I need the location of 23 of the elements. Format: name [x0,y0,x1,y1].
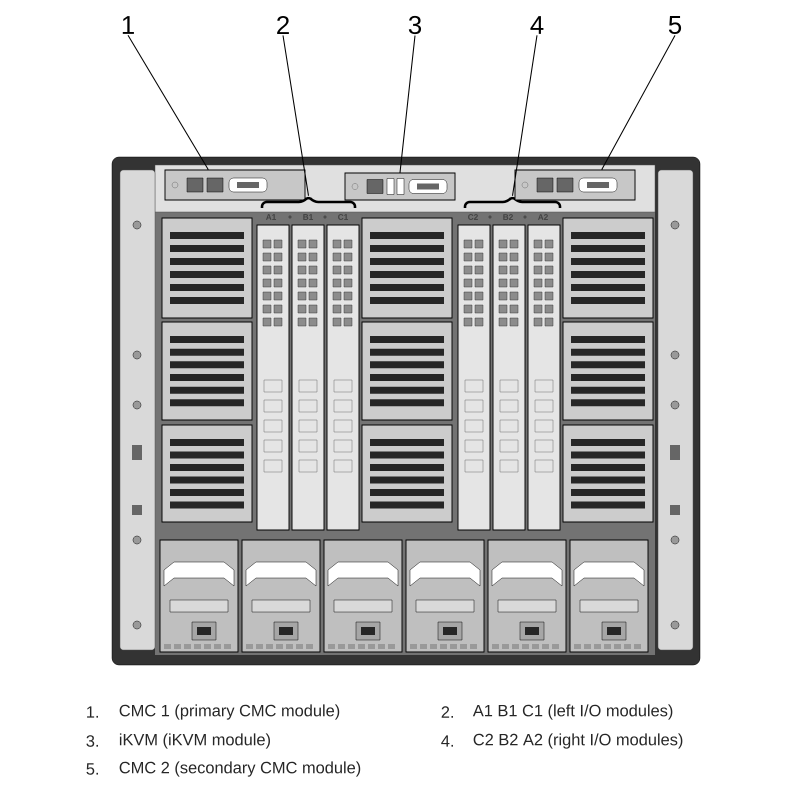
list-item-text: CMC 1 (primary CMC module) [120,704,340,720]
module-box [514,170,636,200]
leader-line [512,35,538,196]
callout-number: 3 [408,16,422,34]
list-number: 5. [86,763,98,775]
list-item-text: iKVM (iKVM module) [120,733,270,749]
module-box [164,170,306,200]
callout-number: 1 [122,16,134,34]
callout-number: 2 [277,16,289,34]
list-number: 4. [441,735,454,747]
list-number: 1. [87,706,98,718]
callout-number: 4 [530,16,544,34]
list-item-text: A1 B1 C1 (left I/O modules) [472,704,672,720]
list-number: 3. [86,735,98,747]
list-item-text: CMC 2 (secondary CMC module) [120,761,360,777]
leader-line [282,35,310,196]
list-number: 2. [442,706,454,718]
callout-number: 5 [668,16,682,34]
list-item-text: C2 B2 A2 (right I/O modules) [474,733,682,749]
bracket [260,196,356,208]
module-box [344,172,456,200]
leader-line [399,35,416,173]
bracket [464,196,562,208]
